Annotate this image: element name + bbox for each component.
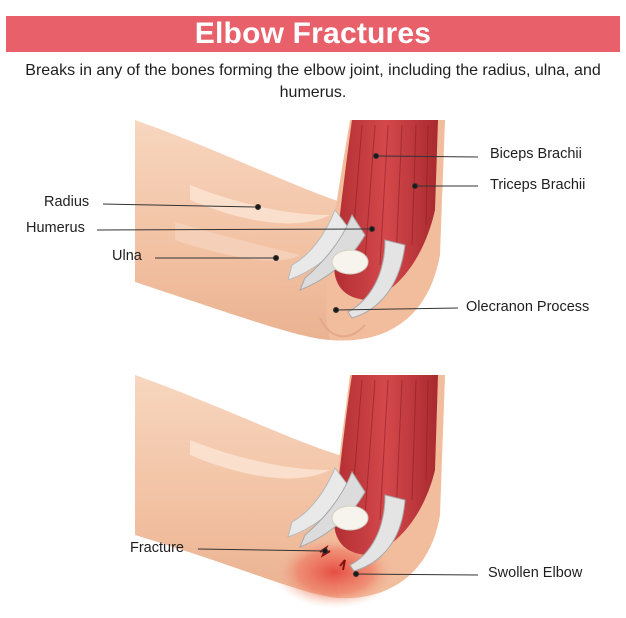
label-fracture: Fracture	[130, 540, 184, 556]
top-tendon-triceps	[347, 239, 406, 319]
top-arm	[135, 120, 445, 341]
top-ulna-bone	[175, 222, 300, 261]
top-olecranon	[319, 317, 366, 338]
title-banner: Elbow Fractures	[6, 16, 620, 52]
label-biceps-brachii: Biceps Brachii	[490, 146, 582, 162]
top-forearm-highlight	[190, 185, 330, 224]
label-humerus: Humerus	[26, 220, 85, 236]
bottom-tendon-triceps	[349, 494, 406, 572]
label-radius: Radius	[44, 194, 90, 210]
label-triceps-brachii: Triceps Brachii	[490, 177, 586, 193]
top-tendon-ulna	[299, 213, 366, 291]
label-olecranon-process: Olecranon Process	[466, 299, 590, 315]
bottom-arm	[135, 375, 445, 608]
subtitle: Breaks in any of the bones forming the e…	[25, 62, 601, 101]
label-swollen-elbow: Swollen Elbow	[488, 565, 583, 581]
label-ulna: Ulna	[112, 248, 142, 264]
bottom-forearm-highlight	[190, 440, 330, 479]
fracture-crack-2	[339, 559, 346, 571]
leader-lines	[96, 153, 479, 577]
page-title: Elbow Fractures	[194, 17, 432, 50]
bottom-humerus-head	[331, 505, 369, 531]
top-humerus-head	[331, 249, 369, 275]
